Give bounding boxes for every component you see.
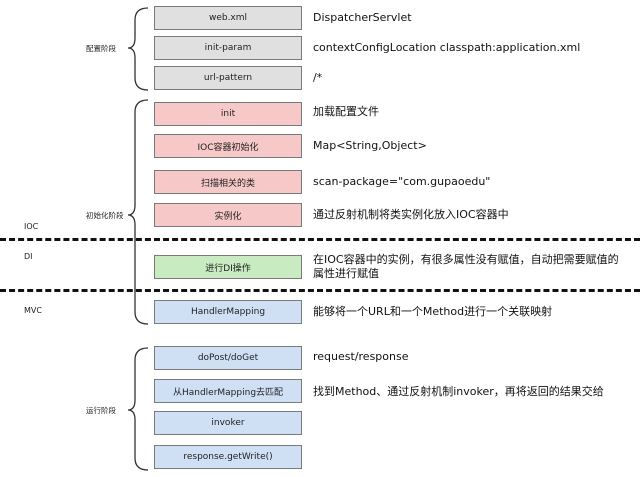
step-desc-match: 找到Method、通过反射机制invoker，再将返回的结果交给	[313, 385, 604, 398]
step-box-di: 进行DI操作	[154, 255, 302, 279]
step-box-scan: 扫描相关的类	[154, 170, 302, 194]
run-brace	[127, 347, 149, 471]
section-label-ioc: IOC	[24, 222, 39, 231]
step-box-instantiate: 实例化	[154, 203, 302, 227]
step-box-invoker: invoker	[154, 411, 302, 435]
phase-label-run: 运行阶段	[86, 406, 116, 415]
config-brace	[127, 7, 149, 91]
step-desc-init: 加载配置文件	[313, 105, 379, 118]
separator-di-mvc	[0, 289, 640, 292]
step-desc-di-line2: 属性进行赋值	[313, 267, 379, 280]
step-box-dopost: doPost/doGet	[154, 346, 302, 370]
step-desc-web-xml: DispatcherServlet	[313, 11, 412, 24]
step-desc-instantiate: 通过反射机制将类实例化放入IOC容器中	[313, 208, 509, 221]
step-box-handler-mapping: HandlerMapping	[154, 300, 302, 324]
step-box-web-xml: web.xml	[154, 6, 302, 30]
phase-label-init: 初始化阶段	[86, 211, 124, 220]
step-box-init: init	[154, 102, 302, 126]
step-desc-ioc-init: Map<String,Object>	[313, 139, 427, 152]
step-desc-dopost: request/response	[313, 350, 409, 363]
step-desc-url-pattern: /*	[313, 71, 323, 84]
phase-label-config: 配置阶段	[86, 44, 116, 53]
step-box-url-pattern: url-pattern	[154, 66, 302, 90]
separator-ioc-di	[0, 238, 640, 241]
step-desc-handler-mapping: 能够将一个URL和一个Method进行一个关联映射	[313, 305, 553, 318]
step-desc-init-param: contextConfigLocation classpath:applicat…	[313, 41, 581, 54]
step-box-ioc-init: IOC容器初始化	[154, 134, 302, 158]
step-desc-scan: scan-package="com.gupaoedu"	[313, 175, 491, 188]
section-label-mvc: MVC	[24, 306, 42, 315]
init-brace	[127, 99, 149, 325]
step-desc-di-line1: 在IOC容器中的实例，有很多属性没有赋值，自动把需要赋值的	[313, 253, 619, 266]
step-box-response-write: response.getWrite()	[154, 445, 302, 469]
step-box-init-param: init-param	[154, 36, 302, 60]
section-label-di: DI	[24, 252, 33, 261]
step-box-match: 从HandlerMapping去匹配	[154, 379, 302, 403]
